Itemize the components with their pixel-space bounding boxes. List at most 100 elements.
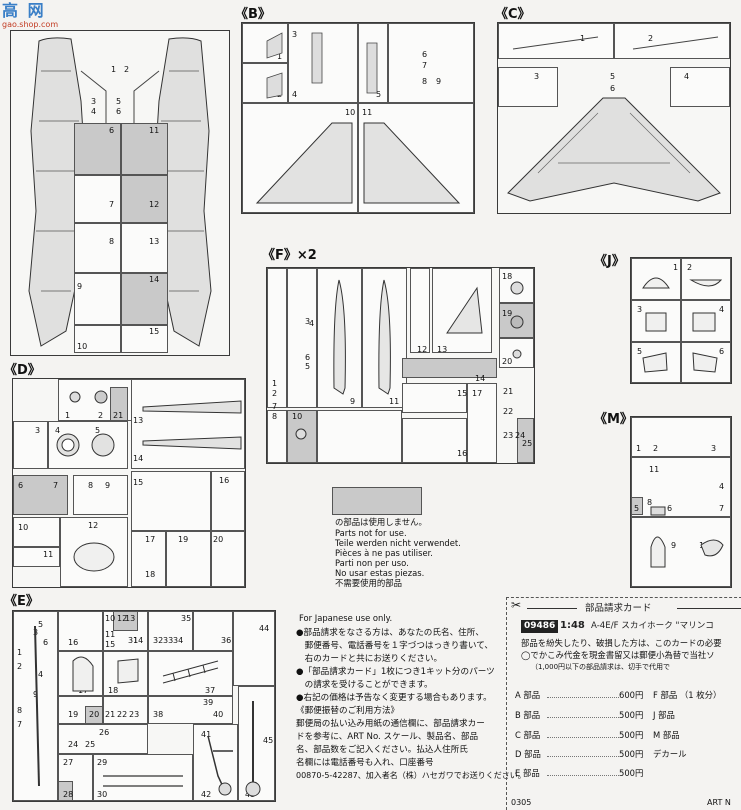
part-number: 9: [77, 282, 83, 291]
parts-cell: [103, 651, 148, 696]
item-m-name[interactable]: M 部品: [653, 730, 680, 740]
item-a-name[interactable]: A 部品: [515, 690, 541, 700]
section-label-e: 《E》: [4, 594, 39, 609]
sprue-b: 1 2 3 4 5 6 7 8 9 10 11: [241, 22, 475, 214]
part-number: 3: [292, 30, 298, 39]
parts-cell: [131, 471, 211, 531]
part-number: 9: [105, 481, 111, 490]
item-e-name[interactable]: E 部品: [515, 768, 540, 778]
item-d-name[interactable]: D 部品: [515, 749, 541, 759]
parts-cell: [148, 651, 233, 696]
parts-cell: [73, 475, 128, 515]
scale-label: 1:48: [560, 620, 585, 631]
part-number: 36: [221, 636, 232, 645]
part-number: 5: [610, 72, 616, 81]
part-number: 42: [201, 790, 212, 799]
item-a-price: 600円: [619, 690, 644, 700]
section-label-c: 《C》: [495, 7, 531, 22]
part-number: 8: [17, 706, 23, 715]
part-number: 3: [637, 305, 643, 314]
part-number: 10: [345, 108, 356, 117]
part-number: 29: [97, 758, 108, 767]
parts-cell-unused: [85, 706, 103, 724]
part-number: 26: [99, 728, 110, 737]
item-leader: [547, 717, 619, 718]
part-number: 2: [648, 34, 654, 43]
part-number: 3: [305, 317, 311, 326]
parts-cell-unused: [287, 410, 317, 463]
sprue-m: 1 2 3 4 5 6 7 8 9 10 11: [630, 416, 732, 588]
parts-cell-unused: [121, 273, 168, 325]
fuel-tank-drawing: [295, 279, 524, 440]
parts-cell: [287, 268, 317, 408]
part-number: 2: [687, 263, 693, 272]
part-number: 4: [38, 670, 44, 679]
part-number: 18: [108, 686, 119, 695]
part-number: 3: [711, 444, 717, 453]
parts-cell: [631, 457, 731, 517]
section-label-b: 《B》: [235, 7, 271, 22]
part-number: 4: [309, 319, 315, 328]
part-number: 2: [17, 662, 23, 671]
item-f-name[interactable]: F 部品 （1 枚分）: [653, 690, 722, 700]
part-number: 12: [88, 521, 99, 530]
part-number: 9: [671, 541, 677, 550]
part-number: 6: [719, 347, 725, 356]
part-number: 3: [534, 72, 540, 81]
part-number: 6: [305, 353, 311, 362]
part-number: 11: [362, 108, 373, 117]
parts-cell-unused: [499, 303, 534, 338]
parts-cell: [148, 611, 193, 651]
part-number: 5: [305, 362, 311, 371]
card-footer-code: 0305: [511, 798, 532, 807]
item-j-name[interactable]: J 部品: [653, 710, 675, 720]
sprue-a-fuselage-drawing: [28, 37, 212, 347]
parts-cell: [148, 696, 233, 724]
parts-cell: [193, 611, 233, 651]
part-number: 18: [145, 570, 156, 579]
part-number: 4: [684, 72, 690, 81]
part-number: 19: [502, 309, 513, 318]
scissors-icon: ✂: [511, 598, 522, 612]
part-number: 15: [457, 389, 468, 398]
part-number: 2: [124, 65, 130, 74]
part-number: 4: [719, 482, 725, 491]
part-number: 39: [203, 698, 214, 707]
part-number: 4: [55, 426, 61, 435]
item-decal-name[interactable]: デカール: [653, 749, 687, 759]
parts-cell-unused: [517, 418, 534, 463]
parts-cell: [211, 531, 245, 587]
card-footer-art: ART N: [707, 798, 731, 807]
part-number: 19: [68, 710, 79, 719]
part-number: 4: [292, 90, 298, 99]
part-number: 20: [213, 535, 224, 544]
parts-cell: [166, 531, 211, 587]
part-number: 11: [43, 550, 54, 559]
part-number: 23: [129, 710, 140, 719]
part-number: 13: [133, 416, 144, 425]
item-d-price: 500円: [619, 749, 644, 759]
parts-cell-unused: [402, 358, 497, 378]
part-number: 14: [133, 636, 144, 645]
parts-cell: [402, 383, 467, 413]
part-number: 13: [437, 345, 448, 354]
japanese-use-only-note: For Japanese use only.: [299, 613, 393, 623]
parts-cell: [498, 67, 558, 107]
part-number: 32: [153, 636, 164, 645]
unused-legend-it: Parti non per uso.: [335, 558, 409, 568]
item-b-name[interactable]: B 部品: [515, 710, 541, 720]
instruction-line: 00870-5-42287、加入者名（株）ハセガワでお送りください。: [296, 771, 526, 780]
item-c-name[interactable]: C 部品: [515, 730, 541, 740]
parts-cell: [131, 531, 166, 587]
part-number: 44: [259, 624, 270, 633]
sprue-a: 1 2 3 4 5 6 6 7 8 9 10 11 12 13 14 15: [10, 30, 230, 356]
part-number: 9: [33, 690, 39, 699]
item-c-price: 500円: [619, 730, 644, 740]
part-number: 12: [117, 614, 128, 623]
unused-legend-en: Parts not for use.: [335, 528, 407, 538]
part-number: 25: [522, 439, 533, 448]
part-number: 20: [502, 357, 513, 366]
parts-cell: [614, 23, 730, 59]
part-number: 1: [65, 411, 71, 420]
part-number: 8: [647, 498, 653, 507]
